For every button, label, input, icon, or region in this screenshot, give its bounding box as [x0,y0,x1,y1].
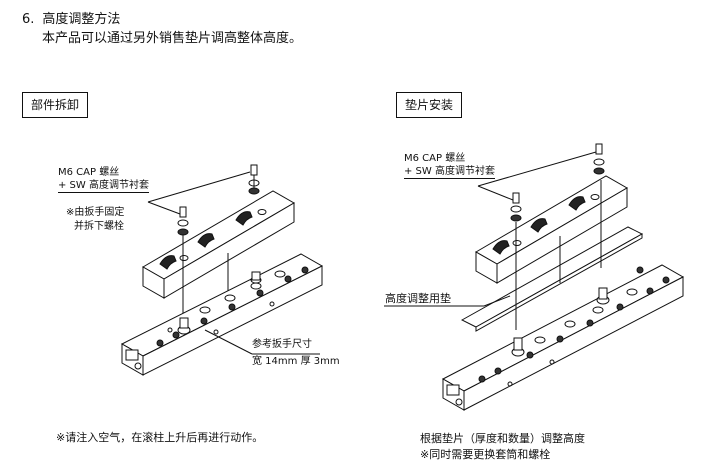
right-screw-2 [510,192,522,222]
section-title: 高度调整方法 [42,12,121,27]
right-callout-screw: M6 CAP 螺丝 [404,153,466,164]
left-callout-screw: M6 CAP 螺丝 [58,167,120,178]
right-screw-1 [593,143,605,175]
right-rail-fittings [478,266,670,387]
right-box-label: 垫片安装 [396,92,463,118]
left-upper-block [142,190,295,299]
left-note-wrench-fix: ※由扳手固定 [66,207,125,218]
right-footnote-2: ※同时需要更换套筒和螺栓 [420,448,551,461]
left-rail-fittings [156,266,309,347]
left-callout-bushing: + SW 高度调节衬套 [58,180,149,193]
right-shim-label: 高度调整用垫 [385,292,451,305]
left-note-remove-bolt: 并拆下螺栓 [74,221,124,232]
right-lower-rail [441,264,685,411]
right-callout-bushing: + SW 高度调节衬套 [404,166,495,179]
left-wrench-ref-title: 参考扳手尺寸 [252,339,312,350]
left-wrench-ref-size: 宽 14mm 厚 3mm [252,356,340,367]
left-screw-2 [177,206,189,236]
right-footnote-1: 根据垫片（厚度和数量）调整高度 [420,432,585,445]
right-upper-block [475,175,628,284]
intro-text: 本产品可以通过另外销售垫片调高整体高度。 [42,31,303,46]
left-screw-1 [248,164,260,195]
section-heading: 6. 高度调整方法 [22,8,120,27]
left-box-label: 部件拆卸 [22,92,89,118]
section-number: 6. [22,12,35,27]
left-footnote: ※请注入空气，在滚柱上升后再进行动作。 [56,431,264,444]
